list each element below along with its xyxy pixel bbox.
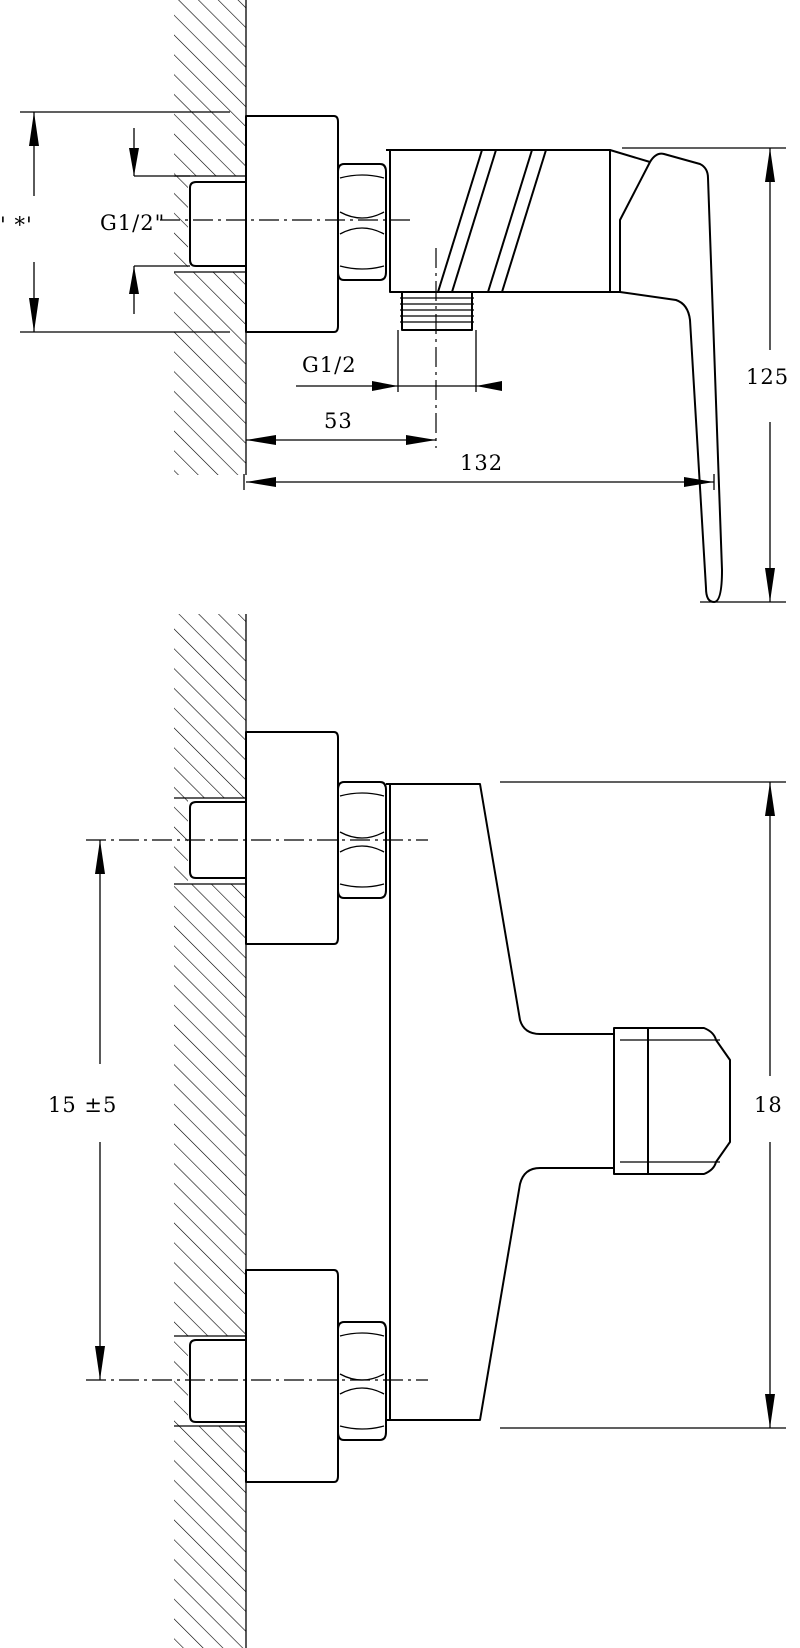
mixer-body-front (386, 783, 615, 1421)
label-outlet-thread: G1/2 (302, 353, 357, 377)
dim-125 (622, 147, 786, 603)
dim-53 (246, 435, 436, 445)
wall-hatch-bottom (174, 614, 247, 1648)
hex-nut (337, 163, 387, 281)
handle-cap (613, 1027, 731, 1175)
label-flange-height: ' *' (0, 213, 33, 237)
mixer-body (386, 149, 611, 293)
upper-flange (245, 731, 339, 945)
upper-hex-nut (337, 781, 387, 899)
wall-hatch-top (174, 0, 247, 475)
lever-handle (609, 149, 723, 603)
label-53: 53 (324, 409, 353, 433)
lower-flange (245, 1269, 339, 1483)
dim-18 (500, 781, 786, 1429)
dim-center-distance (95, 840, 105, 1380)
lower-hex-nut (337, 1321, 387, 1441)
lower-inlet-pipe (174, 1335, 246, 1427)
dim-outlet-thread (296, 330, 502, 392)
dim-flange-height (20, 111, 230, 333)
label-125: 125 (746, 365, 789, 389)
front-view: 15 ±5 18 (48, 614, 786, 1648)
wall-flange (245, 115, 339, 333)
dim-132 (243, 474, 715, 490)
label-18: 18 (754, 1093, 783, 1117)
label-center-distance: 15 ±5 (48, 1093, 117, 1117)
label-132: 132 (460, 451, 503, 475)
outlet-thread (400, 291, 474, 331)
dim-wall-thread (129, 128, 190, 314)
label-wall-thread: G1/2" (100, 211, 165, 235)
side-view: ' *' G1/2" G1/2 53 (0, 0, 789, 603)
